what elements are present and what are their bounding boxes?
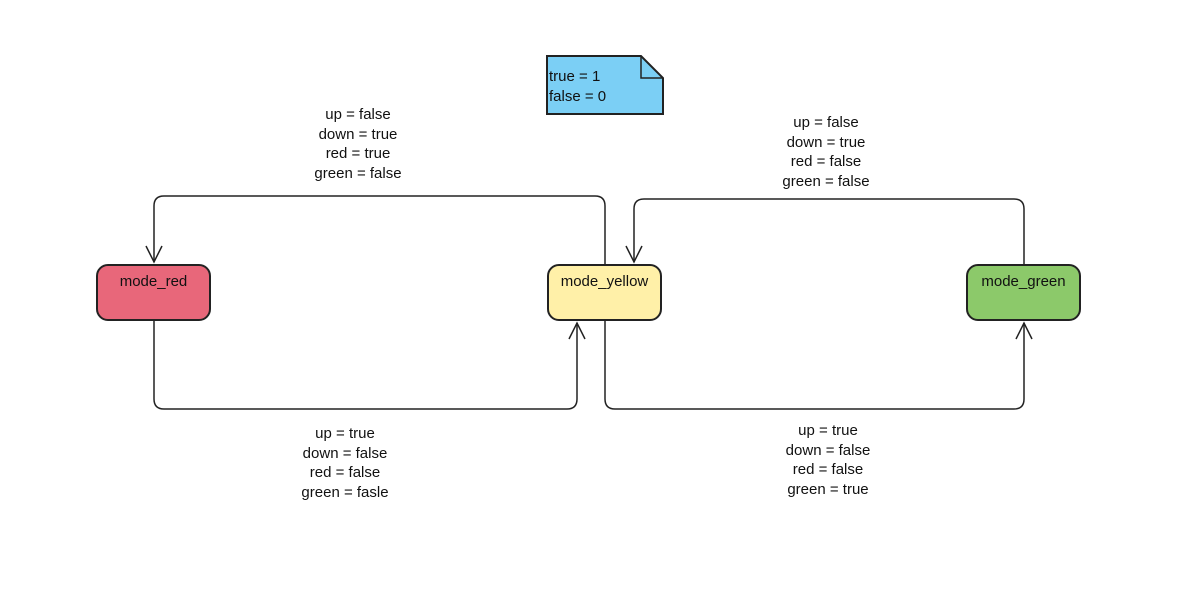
condition-green: green = false (782, 172, 870, 190)
condition-red: red = false (792, 461, 864, 478)
legend-note-shape (546, 55, 664, 115)
state-mode-red-label: mode_red (119, 273, 188, 290)
arrowhead-into-green (1015, 321, 1033, 340)
condition-red: red = false (309, 464, 381, 481)
state-mode-yellow[interactable]: mode_yellow (547, 264, 662, 321)
state-mode-red[interactable]: mode_red (96, 264, 211, 321)
legend-line-true: true = 1 (549, 68, 601, 85)
transition-label-yellow-to-red: up = false down = true red = true green … (278, 105, 438, 183)
condition-red: red = false (790, 153, 862, 170)
transition-label-yellow-to-green: up = true down = false red = false green… (748, 421, 908, 499)
condition-down: down = false (785, 441, 871, 459)
condition-green: green = fasle (301, 483, 389, 501)
edge-yellow-to-green (604, 321, 1025, 410)
condition-green: green = true (787, 480, 869, 498)
legend-note-fold (640, 56, 663, 79)
transition-label-green-to-yellow: up = false down = true red = false green… (746, 113, 906, 191)
arrowhead-into-yellow-bottom (568, 321, 586, 340)
condition-down: down = true (318, 125, 398, 143)
condition-up: up = false (325, 106, 391, 123)
condition-up: up = false (793, 114, 859, 131)
state-mode-yellow-label: mode_yellow (560, 273, 649, 290)
state-mode-green-label: mode_green (981, 273, 1066, 290)
state-mode-green[interactable]: mode_green (966, 264, 1081, 321)
condition-up: up = true (798, 422, 858, 439)
condition-red: red = true (325, 145, 391, 162)
arrowhead-into-red (145, 245, 163, 264)
edge-yellow-to-red (153, 195, 606, 264)
condition-down: down = false (302, 444, 388, 462)
legend-note: true = 1 false = 0 (549, 67, 606, 106)
condition-green: green = false (314, 164, 402, 182)
arrowhead-into-yellow-top (625, 245, 643, 264)
legend-line-false: false = 0 (549, 87, 607, 105)
edge-green-to-yellow (633, 198, 1025, 264)
transition-label-red-to-yellow: up = true down = false red = false green… (265, 424, 425, 502)
condition-down: down = true (786, 133, 866, 151)
condition-up: up = true (315, 425, 375, 442)
edge-red-to-yellow (153, 321, 578, 410)
